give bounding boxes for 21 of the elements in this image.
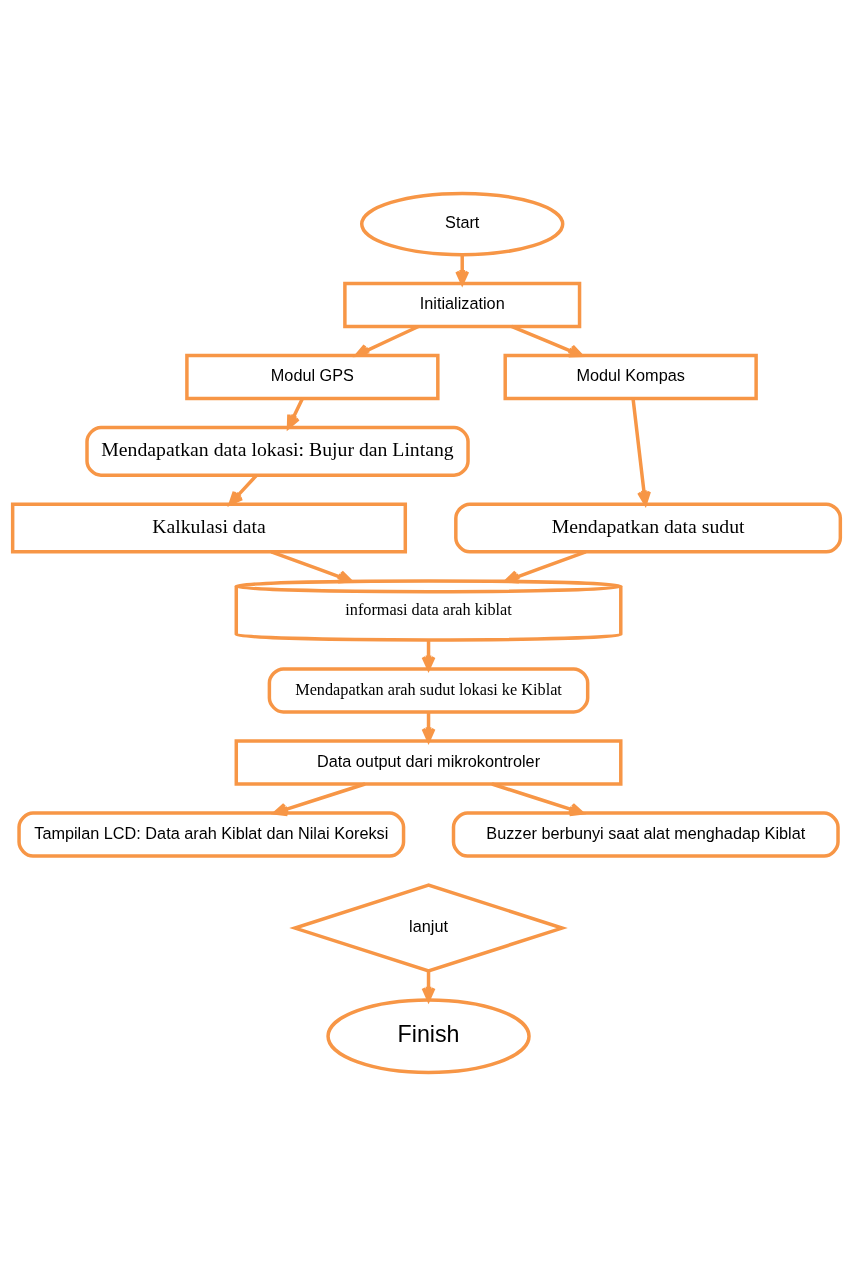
node-box: Mendapatkan data lokasi: Bujur dan Lintang [85, 425, 470, 477]
arrow [491, 782, 584, 817]
node-diamond: lanjut [289, 883, 568, 973]
node-box: Data output dari mikrokontroler [234, 739, 623, 786]
node-box: Initialization [343, 281, 582, 329]
node-box: Mendapatkan data sudut [454, 502, 843, 554]
node-box: Tampilan LCD: Data arah Kiblat dan Nilai Koreksi [17, 811, 406, 858]
node-ellipse: Finish [326, 998, 531, 1075]
node-box: Buzzer berbunyi saat alat menghadap Kiblat [451, 811, 840, 858]
node-box: Modul Kompas [503, 353, 758, 401]
arrow [631, 398, 651, 506]
arrow [273, 782, 366, 817]
arrow [455, 254, 470, 286]
arrow [270, 550, 353, 584]
node-box: Kalkulasi data [10, 502, 408, 554]
arrow [228, 474, 258, 506]
node-ellipse: Start [360, 191, 565, 257]
node-box: Mendapatkan arah sudut lokasi ke Kiblat [267, 667, 590, 714]
node-box: Modul GPS [185, 353, 440, 401]
arrow [504, 550, 587, 584]
arrow [286, 397, 305, 430]
